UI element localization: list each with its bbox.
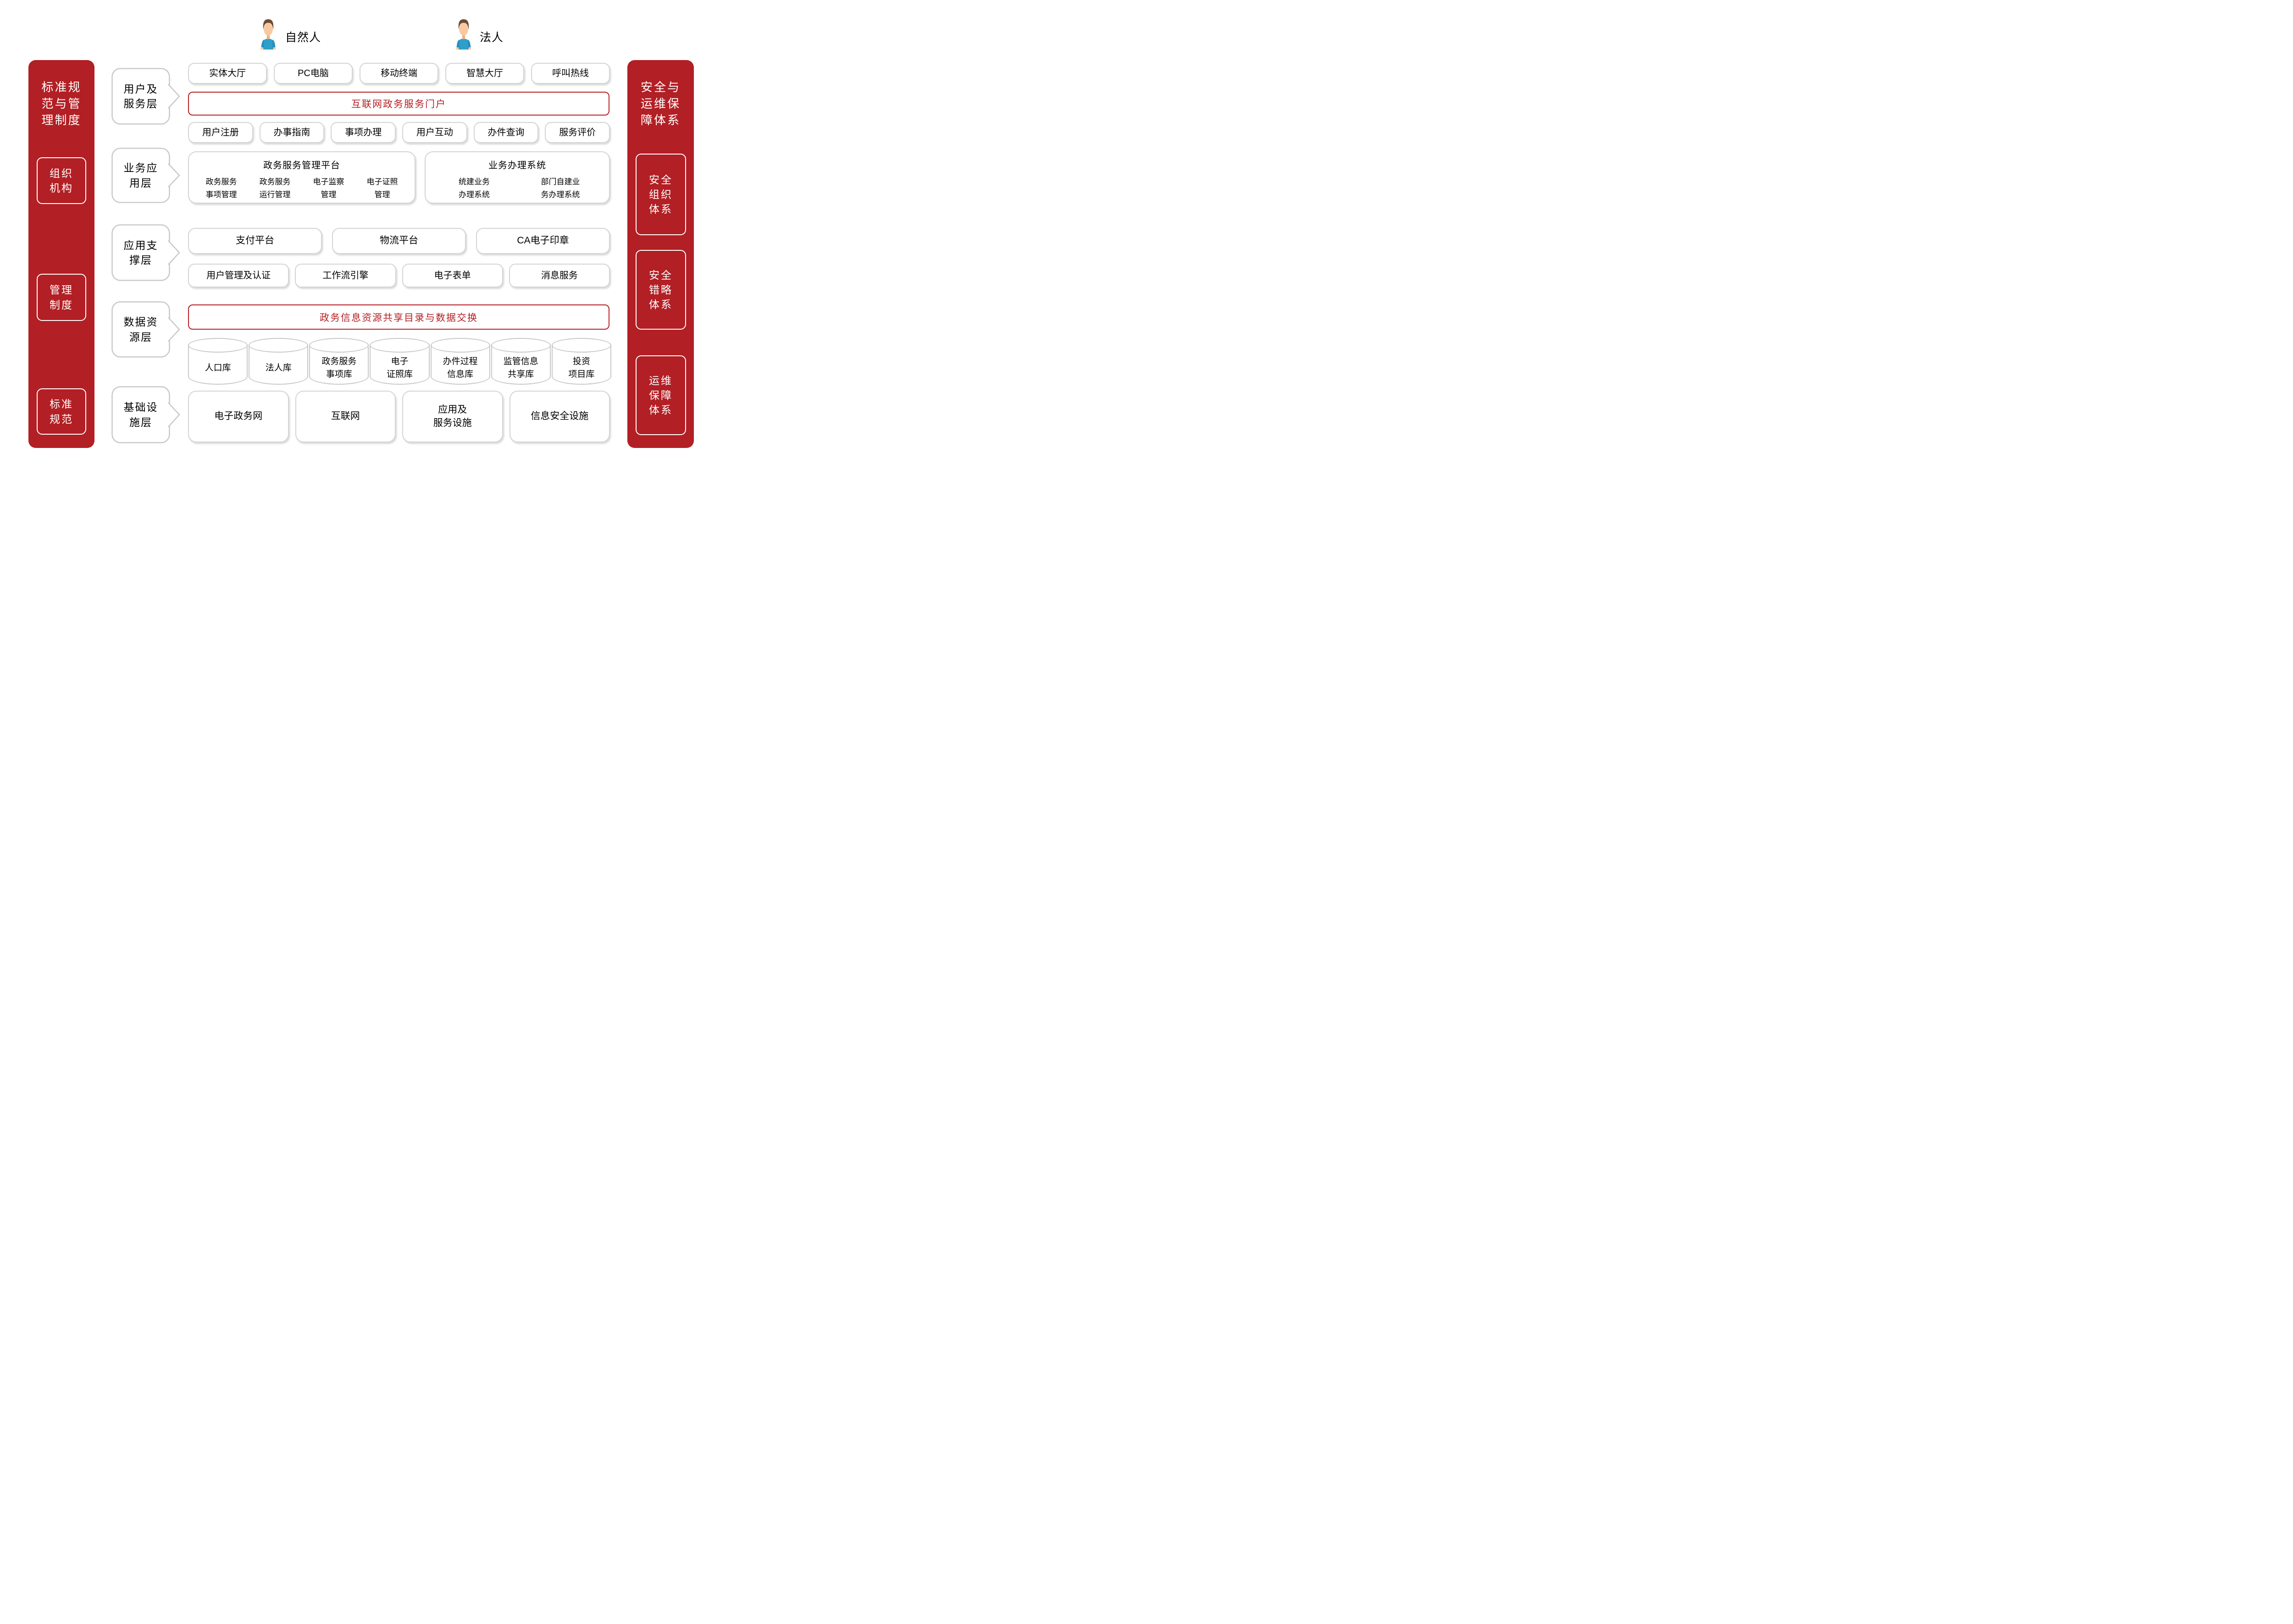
layer-label-user-service: 用户及 服务层 <box>111 68 180 125</box>
support-row-1: 支付平台 物流平台 CA电子印章 <box>188 228 610 254</box>
support-box: 用户管理及认证 <box>188 264 289 287</box>
legal-person-label: 法人 <box>480 31 504 44</box>
cylinder-top <box>309 338 369 353</box>
database-label: 办件过程 信息库 <box>443 356 478 380</box>
business-layer-row: 政务服务管理平台 政务服务 事项管理 政务服务 运行管理 电子监察 管理 电子证… <box>188 151 610 204</box>
layer-label-app-support: 应用支 撑层 <box>111 224 180 281</box>
function-box: 用户互动 <box>402 122 467 143</box>
function-row: 用户注册 办事指南 事项办理 用户互动 办件查询 服务评价 <box>188 122 610 143</box>
sidebar-item-security-organization: 安全 组织 体系 <box>636 154 686 235</box>
function-box: 事项办理 <box>331 122 396 143</box>
layer-label-business-app: 业务应 用层 <box>111 148 180 203</box>
infrastructure-row: 电子政务网 互联网 应用及 服务设施 信息安全设施 <box>188 391 610 442</box>
bubble-shape <box>111 148 180 203</box>
natural-person-icon <box>260 19 276 50</box>
database-cylinder: 办件过程 信息库 <box>430 338 490 385</box>
function-box: 服务评价 <box>545 122 610 143</box>
database-label: 电子 证照库 <box>386 356 413 380</box>
gov-service-mgmt-platform-box: 政务服务管理平台 政务服务 事项管理 政务服务 运行管理 电子监察 管理 电子证… <box>188 151 415 204</box>
channel-box: PC电脑 <box>274 63 353 84</box>
bubble-shape <box>111 224 180 281</box>
sidebar-standards-management: 标准规 范与管 理制度 组织 机构 管理 制度 标准 规范 <box>28 60 94 448</box>
database-cylinder: 监管信息 共享库 <box>491 338 551 385</box>
platform-modules: 统建业务 办理系统 部门自建业 务办理系统 <box>426 176 609 201</box>
database-cylinder: 人口库 <box>188 338 248 385</box>
database-cylinder: 法人库 <box>249 338 309 385</box>
infra-box: 信息安全设施 <box>509 391 610 442</box>
cylinder-top <box>370 338 430 353</box>
sidebar-item-standards: 标准 规范 <box>37 388 86 435</box>
support-box: 支付平台 <box>188 228 322 254</box>
natural-person-label: 自然人 <box>285 31 321 44</box>
database-label: 投资 项目库 <box>568 356 595 380</box>
layer-label-infrastructure: 基础设 施层 <box>111 386 180 443</box>
database-cylinder: 政务服务 事项库 <box>309 338 369 385</box>
bubble-shape <box>111 386 180 443</box>
cylinder-body <box>309 344 369 385</box>
bubble-shape <box>111 68 180 125</box>
support-box: CA电子印章 <box>476 228 610 254</box>
function-box: 用户注册 <box>188 122 253 143</box>
module: 政务服务 运行管理 <box>259 177 291 199</box>
module: 统建业务 办理系统 <box>459 177 490 199</box>
database-label: 监管信息 共享库 <box>503 356 538 380</box>
database-label: 人口库 <box>205 363 231 373</box>
infra-box: 互联网 <box>295 391 396 442</box>
channel-row: 实体大厅 PC电脑 移动终端 智慧大厅 呼叫热线 <box>188 63 610 84</box>
database-label: 法人库 <box>265 363 292 373</box>
infra-box: 电子政务网 <box>188 391 289 442</box>
cylinder-top <box>188 338 248 353</box>
support-box: 工作流引擎 <box>295 264 396 287</box>
sidebar-item-security-strategy: 安全 错略 体系 <box>636 250 686 330</box>
cylinder-top <box>430 338 490 353</box>
internet-gov-portal-banner: 互联网政务服务门户 <box>188 92 609 116</box>
support-box: 消息服务 <box>509 264 610 287</box>
layer-label-text: 用户及 服务层 <box>123 83 158 110</box>
platform-title: 政务服务管理平台 <box>263 160 340 171</box>
layer-label-text: 基础设 施层 <box>123 401 158 428</box>
channel-box: 实体大厅 <box>188 63 267 84</box>
legal-person-icon <box>456 19 471 50</box>
channel-box: 智慧大厅 <box>445 63 524 84</box>
function-box: 办件查询 <box>473 122 539 143</box>
module: 政务服务 事项管理 <box>205 177 237 199</box>
bubble-shape <box>111 301 180 358</box>
channel-box: 呼叫热线 <box>531 63 610 84</box>
layer-label-data-resource: 数据资 源层 <box>111 301 180 358</box>
sidebar-left-title: 标准规 范与管 理制度 <box>41 80 82 127</box>
cylinder-top <box>249 338 309 353</box>
business-handling-system-box: 业务办理系统 统建业务 办理系统 部门自建业 务办理系统 <box>425 151 610 204</box>
database-row: 人口库 法人库 政务服务 事项库 电子 证照库 办件过程 信息库 监管信息 共享… <box>188 338 611 385</box>
database-cylinder: 投资 项目库 <box>551 338 611 385</box>
cylinder-top <box>551 338 611 353</box>
channel-box: 移动终端 <box>360 63 438 84</box>
database-label: 政务服务 事项库 <box>321 356 357 380</box>
support-box: 电子表单 <box>402 264 503 287</box>
sidebar-item-management-system: 管理 制度 <box>37 274 86 321</box>
sidebar-item-ops-support: 运维 保障 体系 <box>636 355 686 435</box>
module: 部门自建业 务办理系统 <box>541 177 580 199</box>
platform-modules: 政务服务 事项管理 政务服务 运行管理 电子监察 管理 电子证照 管理 <box>189 176 415 201</box>
sidebar-right-title: 安全与 运维保 障体系 <box>640 80 681 127</box>
layer-label-text: 应用支 撑层 <box>123 239 158 266</box>
gov-service-architecture-diagram: 自然人 法人 标准规 范与管 理制度 组织 机构 管理 制度 标准 规范 安全与… <box>0 0 719 489</box>
platform-title: 业务办理系统 <box>488 160 546 171</box>
support-box: 物流平台 <box>332 228 466 254</box>
sidebar-item-organization: 组织 机构 <box>37 157 86 204</box>
module: 电子证照 管理 <box>366 177 398 199</box>
data-sharing-exchange-banner: 政务信息资源共享目录与数据交换 <box>188 304 609 330</box>
database-cylinder: 电子 证照库 <box>370 338 430 385</box>
support-row-2: 用户管理及认证 工作流引擎 电子表单 消息服务 <box>188 264 610 287</box>
layer-label-text: 业务应 用层 <box>123 162 158 189</box>
infra-box: 应用及 服务设施 <box>402 391 503 442</box>
sidebar-security-operations: 安全与 运维保 障体系 安全 组织 体系 安全 错略 体系 运维 保障 体系 <box>627 60 694 448</box>
layer-label-text: 数据资 源层 <box>123 316 158 343</box>
cylinder-top <box>491 338 551 353</box>
function-box: 办事指南 <box>259 122 325 143</box>
module: 电子监察 管理 <box>313 177 344 199</box>
